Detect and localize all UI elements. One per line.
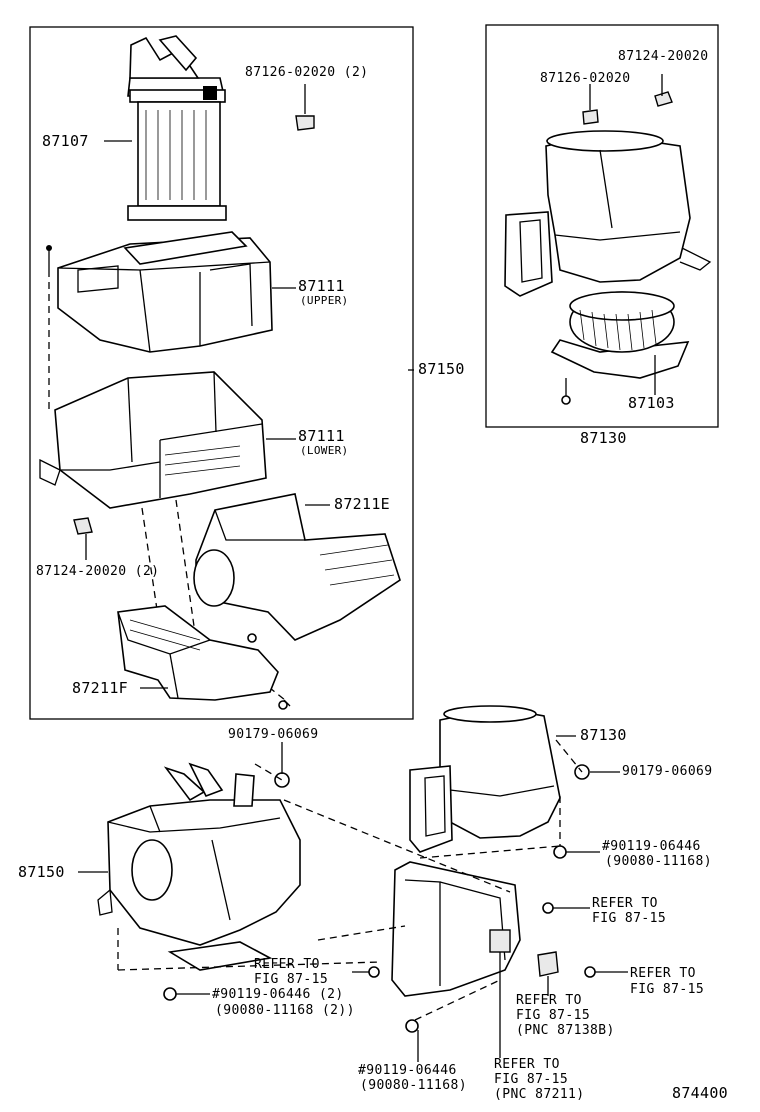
label-87111-lower: 87111 (298, 427, 345, 445)
duct-87211e (193, 493, 401, 641)
label-refer-d-line2: FIG 87-15 (516, 1008, 591, 1023)
assembly-87150-lower (97, 762, 301, 971)
screw-refer-b (368, 966, 380, 978)
label-87130-lower: 87130 (580, 726, 627, 744)
clip-87126-top (295, 115, 315, 131)
clip-87124-left (73, 517, 93, 535)
nut-90179-top (274, 772, 290, 788)
label-87111-upper: 87111 (298, 277, 345, 295)
label-refer-b-line2: FIG 87-15 (254, 972, 329, 987)
label-87124-box: 87124-20020 (618, 49, 709, 64)
label-87150-left: 87150 (18, 863, 65, 881)
guide-line-6 (283, 799, 511, 893)
label-90179-top: 90179-06069 (228, 727, 319, 742)
label-refer-e-line1: REFER TO (494, 1057, 560, 1072)
blower-housing-87130-lower (409, 705, 561, 853)
label-refer-d-line1: REFER TO (516, 993, 582, 1008)
duct-bracket-lower (391, 861, 559, 997)
figure-number: 874400 (672, 1084, 728, 1102)
clip-87126-box (582, 109, 599, 125)
label-refer-b-line1: REFER TO (254, 957, 320, 972)
screw-87211f (278, 699, 291, 710)
screw-refer-a (542, 902, 554, 914)
label-87211f: 87211F (72, 679, 128, 697)
label-90119-left: #90119-06446 (2) (212, 987, 344, 1002)
label-refer-a-line1: REFER TO (592, 896, 658, 911)
case-lower-87111 (39, 371, 267, 509)
label-90119-bottom: #90119-06446 (358, 1063, 457, 1078)
assembly-frame-87130 (485, 24, 719, 428)
label-87126-top: 87126-02020 (2) (245, 65, 369, 80)
screw-87211e (247, 633, 257, 643)
label-refer-e-line3: (PNC 87211) (494, 1087, 585, 1102)
label-90080-left: (90080-11168 (2)) (215, 1003, 355, 1018)
label-87130-box: 87130 (580, 429, 627, 447)
bracket-87211f (117, 605, 279, 701)
label-90080-right: (90080-11168) (605, 854, 712, 869)
label-refer-c-line1: REFER TO (630, 966, 696, 981)
label-87126-box: 87126-02020 (540, 71, 631, 86)
blower-motor-87103 (550, 291, 690, 379)
label-refer-e-line2: FIG 87-15 (494, 1072, 569, 1087)
blower-housing-87130-box (504, 130, 712, 297)
assembly-frame-87150 (29, 26, 414, 720)
label-refer-c-line2: FIG 87-15 (630, 982, 705, 997)
label-87124-left: 87124-20020 (2) (36, 564, 160, 579)
label-90179-right: 90179-06069 (622, 764, 713, 779)
label-87103: 87103 (628, 394, 675, 412)
guide-line-5 (254, 763, 283, 781)
label-refer-d-line3: (PNC 87138B) (516, 1023, 615, 1038)
label-90080-bottom: (90080-11168) (360, 1078, 467, 1093)
heater-core-87107 (127, 35, 227, 221)
guide-line-11 (117, 961, 381, 971)
bolt-90119-right (553, 845, 567, 859)
bolt-90119-bottom (405, 1019, 419, 1033)
guide-line-12 (414, 979, 501, 1021)
label-lower-note: (LOWER) (300, 444, 349, 457)
label-refer-a-line2: FIG 87-15 (592, 911, 667, 926)
guide-line-9 (317, 925, 406, 941)
label-90119-right: #90119-06446 (602, 839, 701, 854)
screw-87103 (561, 378, 571, 405)
guide-line-8 (419, 845, 561, 859)
screw-refer-c (584, 966, 596, 978)
guide-line-13 (555, 739, 583, 773)
label-87107: 87107 (42, 132, 89, 150)
screw-left-top (46, 245, 52, 270)
label-87150-right: 87150 (418, 360, 465, 378)
bolt-90119-left (163, 987, 177, 1001)
clip-87124-box (654, 91, 673, 107)
label-upper-note: (UPPER) (300, 294, 349, 307)
case-upper-87111 (57, 231, 273, 353)
label-87211e: 87211E (334, 495, 390, 513)
